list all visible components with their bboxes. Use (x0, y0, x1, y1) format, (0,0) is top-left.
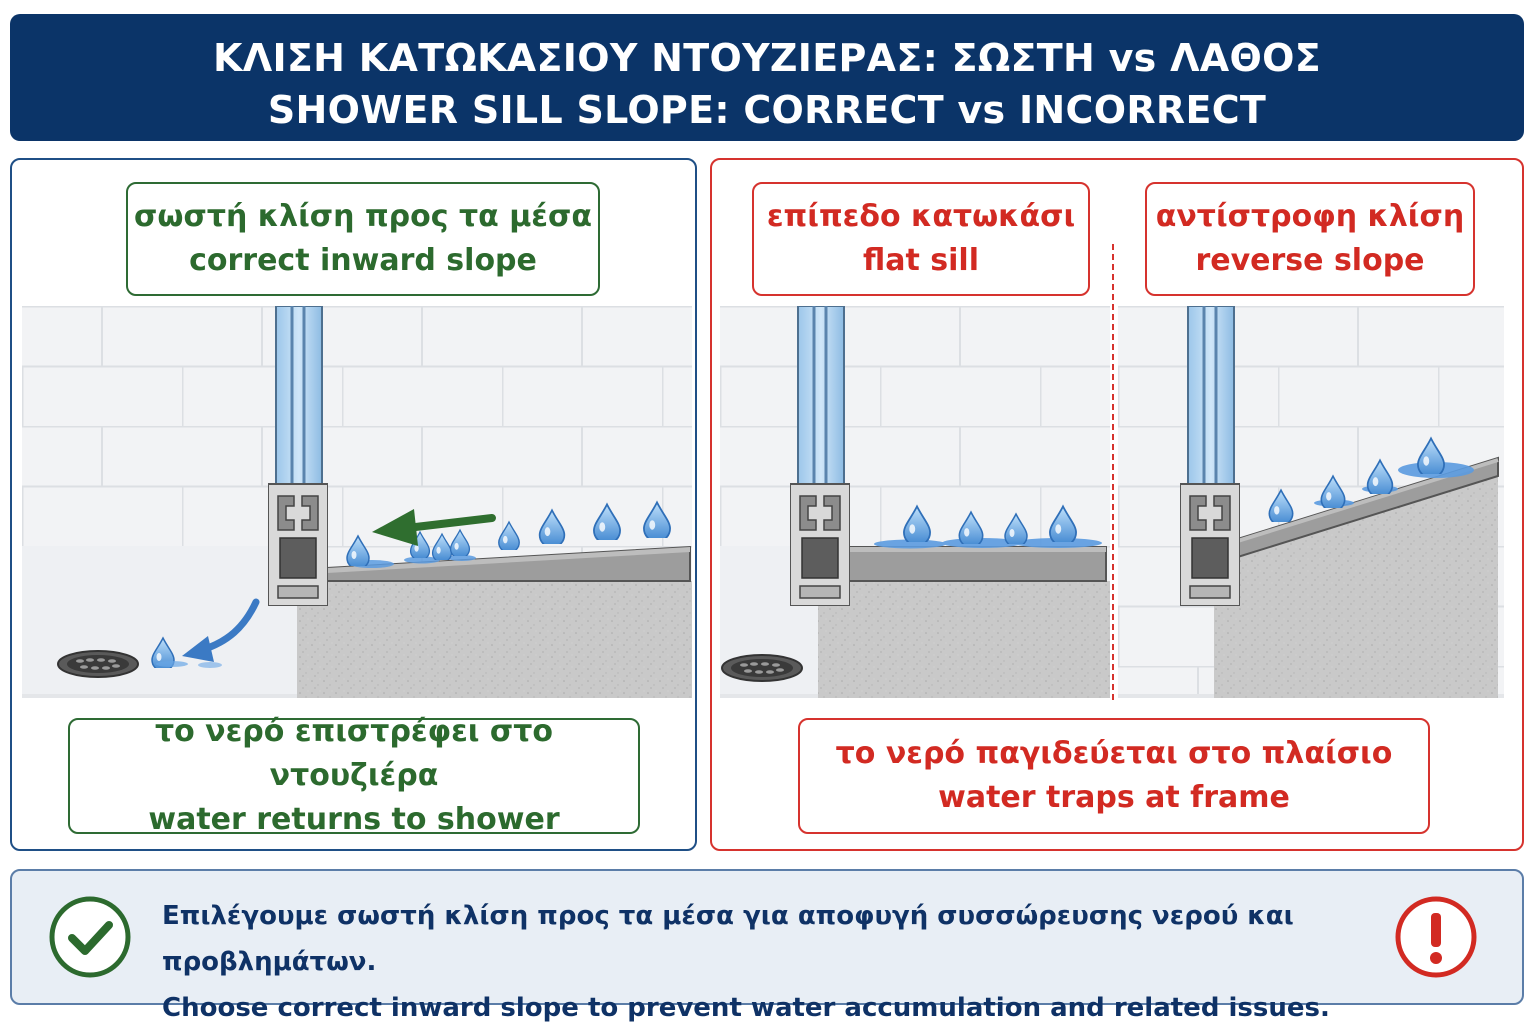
footer-note: Επιλέγουμε σωστή κλίση προς τα μέσα για … (10, 869, 1524, 1023)
header-banner: ΚΛΙΣΗ ΚΑΤΩΚΑΣΙΟΥ ΝΤΟΥΖΙΕΡΑΣ: ΣΩΣΤΗ vs ΛΑ… (10, 14, 1524, 141)
reverse-slope-scene (1118, 306, 1504, 698)
correct-slope-scene (22, 306, 692, 698)
inward-arrow (372, 509, 496, 546)
flat-sill-label-en: flat sill (863, 243, 979, 278)
correct-slope-label-en: correct inward slope (189, 243, 537, 278)
footer-message-en: Choose correct inward slope to prevent w… (162, 993, 1330, 1023)
water-returns-label-en: water returns to shower (148, 802, 560, 837)
footer-message-el: Επιλέγουμε σωστή κλίση προς τα μέσα για … (162, 901, 1294, 977)
reverse-slope-label: αντίστροφη κλίση reverse slope (1145, 182, 1475, 296)
door-frame-profile (790, 306, 850, 606)
reverse-slope-label-el: αντίστροφη κλίση (1155, 199, 1465, 234)
door-frame-profile (268, 306, 328, 606)
flat-sill-label-el: επίπεδο κατωκάσι (766, 199, 1076, 234)
checkmark-circle-icon (49, 896, 131, 978)
reverse-slope-label-en: reverse slope (1195, 243, 1425, 278)
title-greek: ΚΛΙΣΗ ΚΑΤΩΚΑΣΙΟΥ ΝΤΟΥΖΙΕΡΑΣ: ΣΩΣΤΗ vs ΛΑ… (213, 36, 1321, 80)
concrete-base (297, 581, 692, 698)
title-english: SHOWER SILL SLOPE: CORRECT vs INCORRECT (267, 88, 1267, 132)
water-traps-label-el: το νερό παγιδεύεται στο πλαίσιο (835, 736, 1393, 771)
correct-panel: σωστή κλίση προς τα μέσα correct inward … (10, 158, 697, 851)
correct-slope-label: σωστή κλίση προς τα μέσα correct inward … (126, 182, 600, 296)
door-frame-profile (1180, 306, 1240, 606)
water-returns-label-el: το νερό επιστρέφει στο ντουζιέρα (154, 714, 554, 793)
exclamation-circle-icon (1395, 896, 1477, 978)
water-traps-label: το νερό παγιδεύεται στο πλαίσιο water tr… (798, 718, 1430, 834)
flat-sill-scene (720, 306, 1110, 698)
flat-sill (847, 546, 1107, 582)
water-traps-label-en: water traps at frame (938, 780, 1290, 815)
scenario-divider (1112, 244, 1114, 700)
floor-drain (57, 650, 139, 678)
flat-sill-label: επίπεδο κατωκάσι flat sill (752, 182, 1090, 296)
water-returns-label: το νερό επιστρέφει στο ντουζιέρα water r… (68, 714, 640, 837)
correct-slope-label-el: σωστή κλίση προς τα μέσα (134, 199, 592, 234)
concrete-base (1214, 464, 1498, 698)
pooled-water (874, 538, 1102, 549)
concrete-base (818, 581, 1110, 698)
drain-arrow (182, 598, 260, 662)
footer-message: Επιλέγουμε σωστή κλίση προς τα μέσα για … (162, 893, 1362, 1031)
incorrect-panel: επίπεδο κατωκάσι flat sill αντίστροφη κλ… (710, 158, 1524, 851)
floor-drain (721, 654, 803, 682)
